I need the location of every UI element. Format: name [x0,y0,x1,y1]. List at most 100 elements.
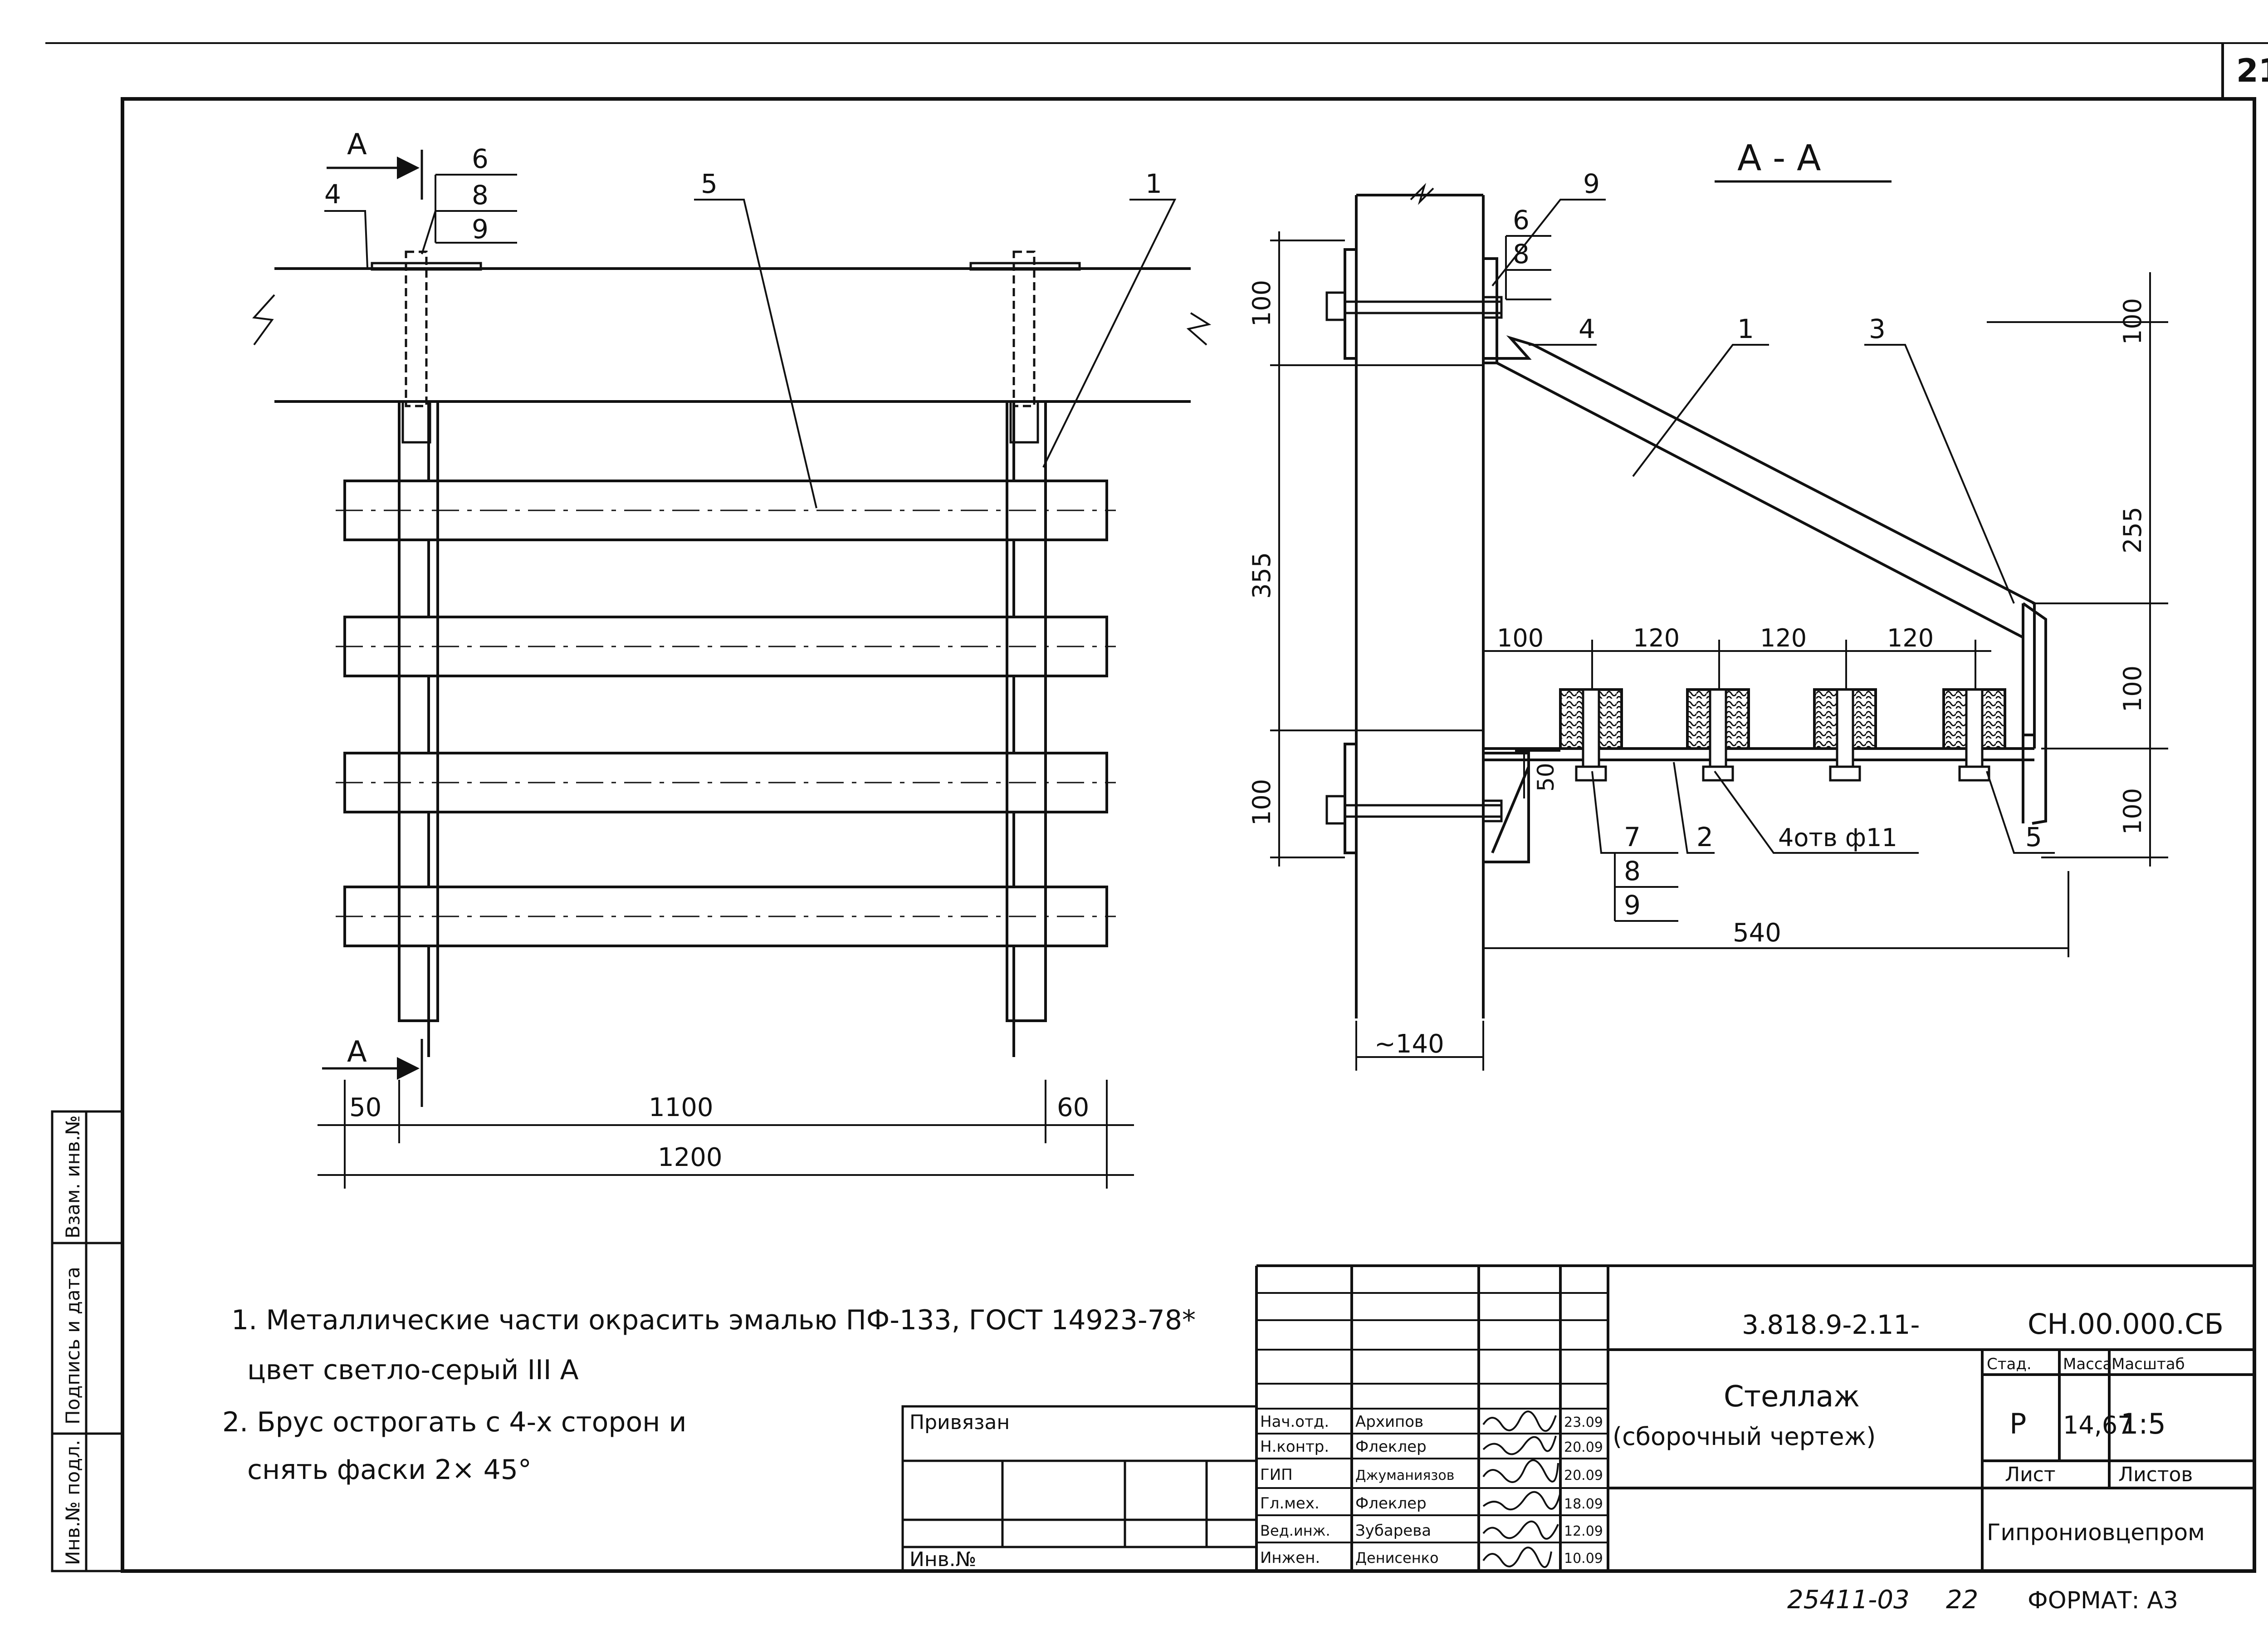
sheets-label: Листов [2118,1463,2193,1486]
side-stamp [51,1110,124,1572]
section-leaders [1491,199,2055,922]
sec-dim-top-1: 120 [1633,624,1680,652]
product-subtitle: (сборочный чертеж) [1613,1422,1876,1451]
scale-value: 1:5 [2121,1407,2166,1440]
sec-callout-9: 9 [1583,168,1600,199]
section-view: А - А [1247,138,2168,1071]
sec-callout-3: 3 [1869,313,1886,344]
signer-date-2: 20.09 [1564,1468,1603,1483]
section-dimensions [1270,231,2168,1071]
callout-4: 4 [324,179,341,210]
title-block [1255,1264,2254,1571]
section-marker-top: А [347,128,367,162]
signer-date-0: 23.09 [1564,1415,1603,1430]
sec-callout-8b: 8 [1624,856,1641,886]
sec-dim-540: 540 [1733,918,1781,948]
signer-name-0: Архипов [1355,1413,1423,1431]
beam-sections [1559,688,2006,782]
callout-8: 8 [472,180,489,211]
sec-dim-right-0: 100 [2118,298,2147,345]
signer-role-1: Н.контр. [1260,1438,1329,1456]
note-1: 1. Металлические части окрасить эмалью П… [231,1304,1196,1336]
sec-callout-1: 1 [1737,313,1754,344]
sec-callout-8: 8 [1513,239,1530,269]
signer-name-5: Денисенко [1355,1549,1439,1567]
sec-callout-9b: 9 [1624,890,1641,920]
wall-band [252,267,1212,403]
sec-dim-left-100b: 100 [1247,779,1276,826]
side-stamp-inv: Инв.№ подл. [62,1440,84,1565]
sec-callout-holes: 4отв ф11 [1778,823,1897,852]
sec-dim-top-3: 120 [1887,624,1934,652]
signer-rows: Нач.отд. Архипов 23.09 Н.контр. Флеклер … [1260,1413,1603,1567]
bottom-page: 22 [1946,1585,1978,1615]
note-2: 2. Брус острогать с 4-х сторон и [222,1406,686,1438]
sec-dim-right-3: 100 [2118,788,2147,835]
stage-header: Стад. [1987,1355,2032,1373]
sec-dim-50: 50 [1533,763,1559,792]
sec-dim-left-355: 355 [1247,552,1276,599]
sec-callout-5: 5 [2025,822,2042,852]
front-dimensions [318,1080,1134,1189]
signer-date-3: 18.09 [1564,1496,1603,1512]
signer-role-3: Гл.мех. [1260,1494,1320,1513]
signer-date-4: 12.09 [1564,1523,1603,1539]
callout-9: 9 [472,214,489,245]
bracket [1482,257,2047,863]
signer-role-0: Нач.отд. [1260,1413,1329,1431]
wall-anchors [371,250,1081,444]
sec-dim-top-2: 120 [1760,624,1807,652]
sheet-label: Лист [2005,1463,2056,1486]
sec-dim-140: ~140 [1374,1029,1444,1059]
stage-value: Р [2009,1407,2026,1440]
side-stamp-sign: Подпись и дата [62,1267,84,1425]
section-title: А - А [1737,138,1821,179]
sec-callout-7: 7 [1624,822,1641,852]
mass-header: Масса [2063,1355,2112,1373]
sec-callout-6: 6 [1513,205,1530,235]
dim-1100: 1100 [649,1093,714,1122]
organization: Гипрониовцепром [1987,1519,2205,1546]
dim-50: 50 [349,1093,381,1122]
section-marker-bottom: А [347,1035,367,1069]
signer-role-2: ГИП [1260,1466,1293,1484]
signatures [1482,1410,1561,1568]
drawing-code: СН.00.000.СБ [2028,1307,2224,1341]
format-label: ФОРМАТ: А3 [2028,1587,2178,1614]
signer-role-5: Инжен. [1260,1549,1320,1567]
signer-name-1: Флеклер [1355,1438,1427,1456]
scale-header: Масштаб [2112,1355,2185,1373]
section-arrows [322,150,423,1107]
mass-value: 14,67 [2063,1411,2133,1439]
sec-dim-top-0: 100 [1497,624,1544,652]
signer-name-3: Флеклер [1355,1494,1427,1513]
front-view: А А 4 5 1 6 8 9 50 1100 60 [252,128,1212,1189]
section-wall [1344,183,1485,1018]
privyazan-label: Привязан [909,1411,1010,1434]
front-leaders [324,174,1177,509]
signer-date-5: 10.09 [1564,1551,1603,1567]
callout-1: 1 [1145,168,1162,199]
designation: 3.818.9-2.11- [1742,1309,1920,1340]
signer-role-4: Вед.инж. [1260,1522,1330,1539]
sec-callout-2: 2 [1696,822,1713,852]
sec-dim-right-2: 100 [2118,666,2147,712]
note-1-cont: цвет светло-серый III А [247,1354,579,1386]
note-2-cont: снять фаски 2× 45° [247,1454,532,1486]
product-name: Стеллаж [1724,1380,1860,1414]
signer-date-1: 20.09 [1564,1439,1603,1455]
dim-60: 60 [1057,1093,1089,1122]
section-bolts [1325,291,1503,825]
sheet-number: 21 [2236,52,2268,89]
sec-dim-right-1: 255 [2118,507,2147,553]
sec-callout-4: 4 [1579,313,1595,344]
signer-name-4: Зубарева [1355,1522,1431,1540]
wooden-beams [336,400,1116,1022]
sec-dim-left-100a: 100 [1247,280,1276,327]
dim-1200: 1200 [658,1143,723,1172]
bottom-code: 25411-03 [1787,1585,1910,1615]
signer-name-2: Джуманиязов [1355,1468,1454,1483]
callout-5: 5 [701,168,718,199]
callout-6: 6 [472,143,489,174]
